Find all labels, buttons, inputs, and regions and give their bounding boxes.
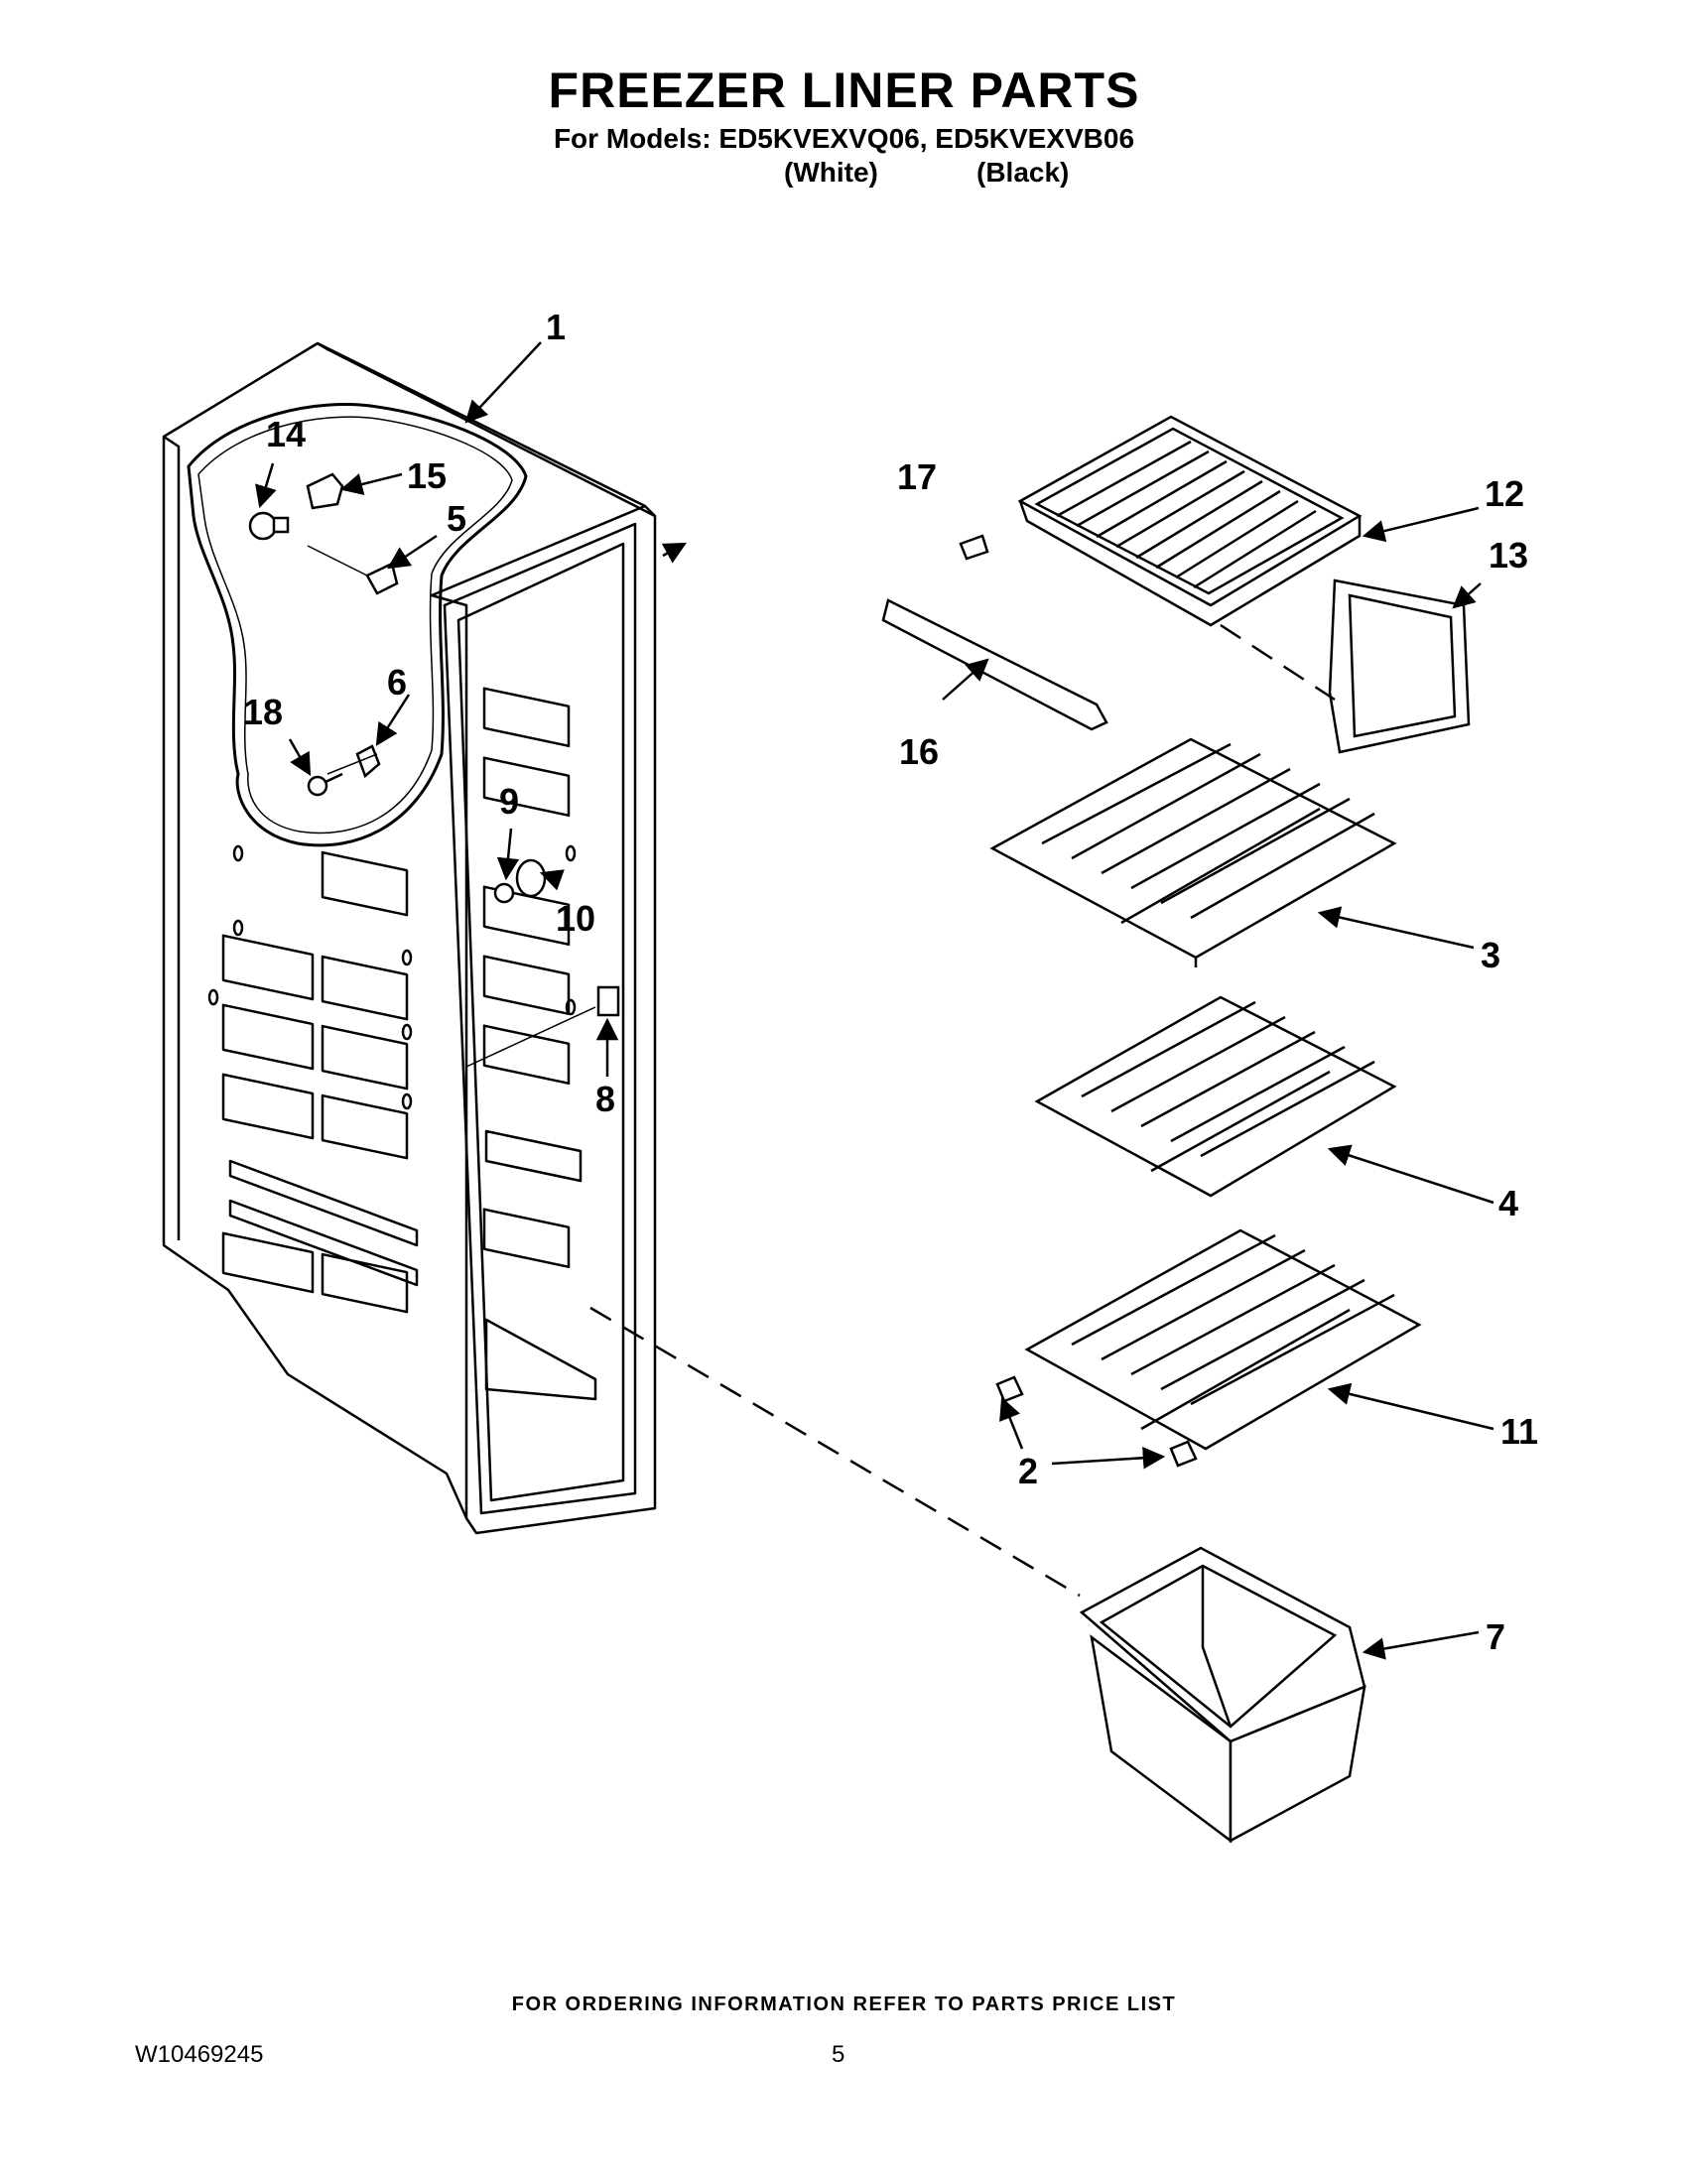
callout-17: 17 xyxy=(897,456,937,497)
models-line: For Models: ED5KVEXVQ06, ED5KVEXVB06 xyxy=(553,123,1135,154)
freezer-bin-drawing xyxy=(1079,1546,1366,1844)
callout-16: 16 xyxy=(899,731,939,772)
ordering-note: FOR ORDERING INFORMATION REFER TO PARTS … xyxy=(511,1993,1177,2015)
callout-10: 10 xyxy=(556,898,595,939)
leader-arrows xyxy=(255,341,1494,1660)
wire-shelves-drawing xyxy=(989,737,1422,1451)
callout-3: 3 xyxy=(1481,935,1500,975)
callout-15: 15 xyxy=(407,455,447,496)
callout-1: 1 xyxy=(546,307,566,347)
callout-5: 5 xyxy=(447,498,466,539)
callout-13: 13 xyxy=(1489,535,1528,576)
thin-guide-lines xyxy=(307,545,596,1068)
callout-11: 11 xyxy=(1500,1411,1538,1452)
callout-9: 9 xyxy=(499,781,519,822)
variant-white-label: (White) xyxy=(784,157,878,188)
callout-6: 6 xyxy=(387,662,407,703)
page-number: 5 xyxy=(832,2041,845,2068)
callout-8: 8 xyxy=(595,1079,615,1119)
guide-lines xyxy=(589,623,1336,1598)
variant-black-label: (Black) xyxy=(976,157,1070,188)
callout-14: 14 xyxy=(266,414,306,454)
freezer-liner-drawing xyxy=(162,341,657,1535)
page-title: FREEZER LINER PARTS xyxy=(548,63,1140,118)
callout-numbers: 1 2 3 4 5 6 7 8 9 10 11 12 13 14 15 16 1… xyxy=(243,307,1538,1657)
component-parts-drawing xyxy=(248,472,1198,1468)
callout-4: 4 xyxy=(1498,1183,1518,1223)
upper-shelf-drawing xyxy=(1017,415,1471,754)
callout-7: 7 xyxy=(1486,1616,1505,1657)
callout-2: 2 xyxy=(1018,1451,1038,1491)
callout-12: 12 xyxy=(1485,473,1524,514)
callout-18: 18 xyxy=(243,692,283,732)
document-number: W10469245 xyxy=(135,2041,264,2068)
